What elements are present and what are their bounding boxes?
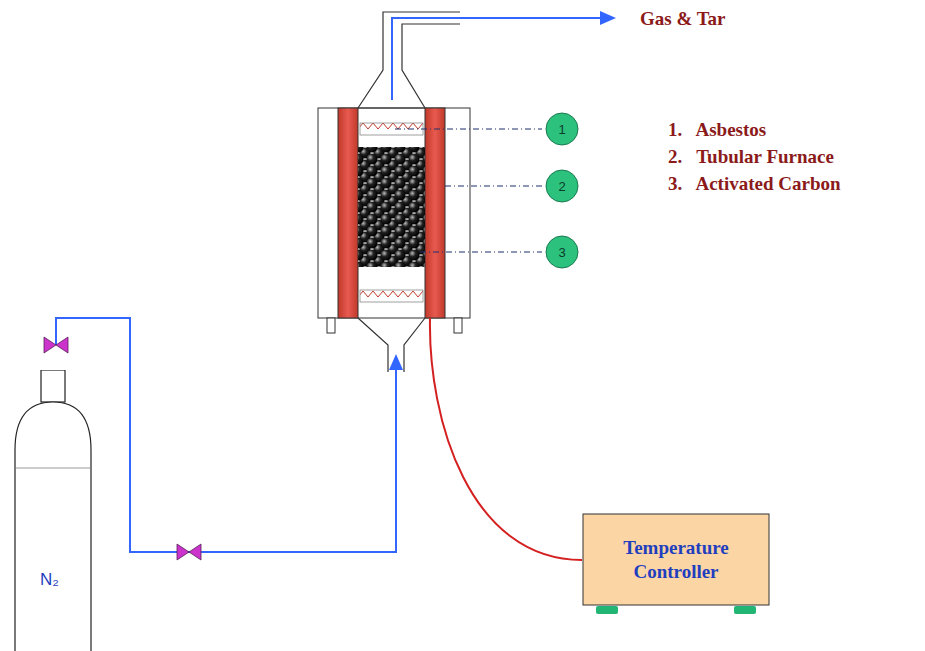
gas-cylinder: N₂: [14, 370, 92, 651]
outlet-label: Gas & Tar: [640, 8, 726, 30]
temperature-controller-box: Temperature Controller: [582, 513, 770, 606]
legend-item: 3. Activated Carbon: [668, 173, 841, 195]
callout-number: 3: [545, 235, 579, 269]
node-text: 1: [558, 122, 565, 137]
node-text: 3: [558, 245, 565, 260]
temperature-controller-box-outline: [582, 513, 770, 606]
node-text: Temperature Controller: [612, 536, 740, 584]
legend-item: 2. Tubular Furnace: [668, 146, 834, 168]
node-text: 2: [558, 179, 565, 194]
callout-number: 2: [545, 169, 579, 203]
node-text: N₂: [40, 570, 59, 590]
callout-number: 1: [545, 112, 579, 146]
legend-item: 1. Asbestos: [668, 119, 766, 141]
gas-cylinder-outline: [14, 370, 92, 651]
